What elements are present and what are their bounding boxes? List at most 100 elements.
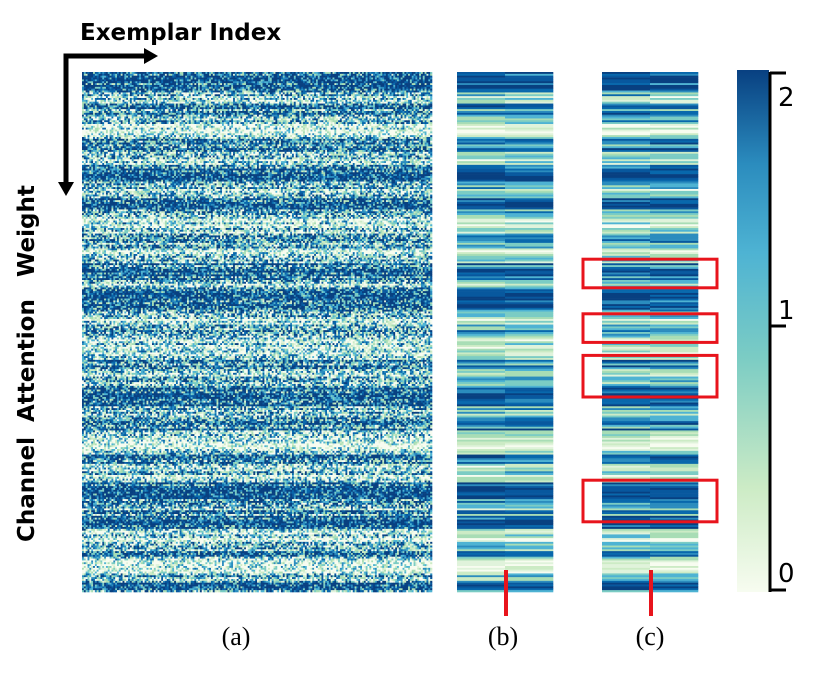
heatmap-cell (207, 100, 209, 102)
heatmap-cell (180, 83, 182, 85)
heatmap-cell (132, 78, 134, 80)
heatmap-cell (399, 109, 401, 111)
heatmap-cell (406, 111, 408, 113)
heatmap-cell (373, 78, 375, 80)
heatmap-cell (121, 85, 123, 87)
heatmap-cell (104, 83, 106, 85)
heatmap-cell (121, 81, 123, 83)
heatmap-cell (128, 89, 130, 91)
heatmap-cell (240, 115, 242, 117)
heatmap-cell (382, 107, 384, 109)
heatmap-cell (117, 87, 119, 89)
heatmap-cell (233, 111, 235, 113)
heatmap-cell (239, 100, 241, 102)
heatmap-cell (285, 117, 287, 119)
heatmap-cell (299, 92, 301, 94)
heatmap-cell (259, 76, 261, 78)
heatmap-cell (220, 102, 222, 104)
heatmap-cell (167, 83, 169, 85)
heatmap-cell (379, 111, 381, 113)
heatmap-cell (408, 113, 410, 115)
heatmap-cell (412, 87, 414, 89)
heatmap-cell (404, 94, 406, 96)
heatmap-cell (377, 104, 379, 106)
heatmap-cell (393, 76, 395, 78)
heatmap-cell (340, 85, 342, 87)
heatmap-cell (226, 104, 228, 106)
heatmap-cell (403, 78, 405, 80)
heatmap-cell (240, 72, 242, 74)
heatmap-cell (99, 76, 101, 78)
heatmap-cell (320, 76, 322, 78)
heatmap-cell (410, 79, 412, 81)
heatmap-cell (307, 109, 309, 111)
heatmap-cell (255, 117, 257, 119)
heatmap-cell (158, 76, 160, 78)
heatmap-cell (314, 78, 316, 80)
heatmap-cell (123, 105, 125, 107)
heatmap-cell (421, 76, 423, 78)
heatmap-cell (139, 74, 141, 76)
heatmap-cell (176, 102, 178, 104)
heatmap-cell (108, 79, 110, 81)
heatmap-cell (401, 98, 403, 100)
heatmap-cell (388, 89, 390, 91)
heatmap-cell (231, 107, 233, 109)
heatmap-cell (159, 111, 161, 113)
heatmap-cell (180, 76, 182, 78)
heatmap-cell (115, 85, 117, 87)
heatmap-cell (417, 81, 419, 83)
heatmap-cell (91, 81, 93, 83)
heatmap-cell (139, 100, 141, 102)
heatmap-cell (102, 104, 104, 106)
heatmap-cell (358, 96, 360, 98)
heatmap-cell (338, 107, 340, 109)
heatmap-cell (425, 96, 427, 98)
heatmap-cell (351, 79, 353, 81)
heatmap-cell (200, 105, 202, 107)
heatmap-cell (274, 115, 276, 117)
heatmap-cell (286, 72, 288, 74)
heatmap-cell (115, 100, 117, 102)
heatmap-cell (327, 113, 329, 115)
heatmap-cell (207, 96, 209, 98)
heatmap-cell (176, 85, 178, 87)
heatmap-cell (113, 113, 115, 115)
heatmap-cell (231, 72, 233, 74)
heatmap-cell (421, 74, 423, 76)
heatmap-cell (423, 94, 425, 96)
heatmap-cell (334, 100, 336, 102)
heatmap-cell (132, 100, 134, 102)
heatmap-cell (189, 91, 191, 93)
heatmap-cell (421, 100, 423, 102)
heatmap-cell (379, 74, 381, 76)
heatmap-cell (216, 105, 218, 107)
heatmap-cell (316, 74, 318, 76)
heatmap-cell (417, 107, 419, 109)
heatmap-cell (255, 92, 257, 94)
heatmap-cell (167, 92, 169, 94)
heatmap-cell (108, 81, 110, 83)
heatmap-cell (263, 117, 265, 119)
heatmap-cell (283, 81, 285, 83)
heatmap-cell (237, 107, 239, 109)
heatmap-cell (298, 89, 300, 91)
heatmap-cell (170, 94, 172, 96)
heatmap-cell (391, 115, 393, 117)
heatmap-cell (358, 105, 360, 107)
heatmap-cell (218, 109, 220, 111)
heatmap-cell (316, 100, 318, 102)
heatmap-cell (266, 113, 268, 115)
heatmap-cell (397, 117, 399, 119)
heatmap-cell (292, 111, 294, 113)
heatmap-cell (321, 72, 323, 74)
heatmap-cell (187, 105, 189, 107)
heatmap-cell (264, 113, 266, 115)
heatmap-cell (170, 100, 172, 102)
heatmap-cell (111, 96, 113, 98)
heatmap-cell (292, 98, 294, 100)
heatmap-cell (290, 76, 292, 78)
heatmap-cell (274, 85, 276, 87)
heatmap-cell (375, 81, 377, 83)
heatmap-cell (193, 74, 195, 76)
